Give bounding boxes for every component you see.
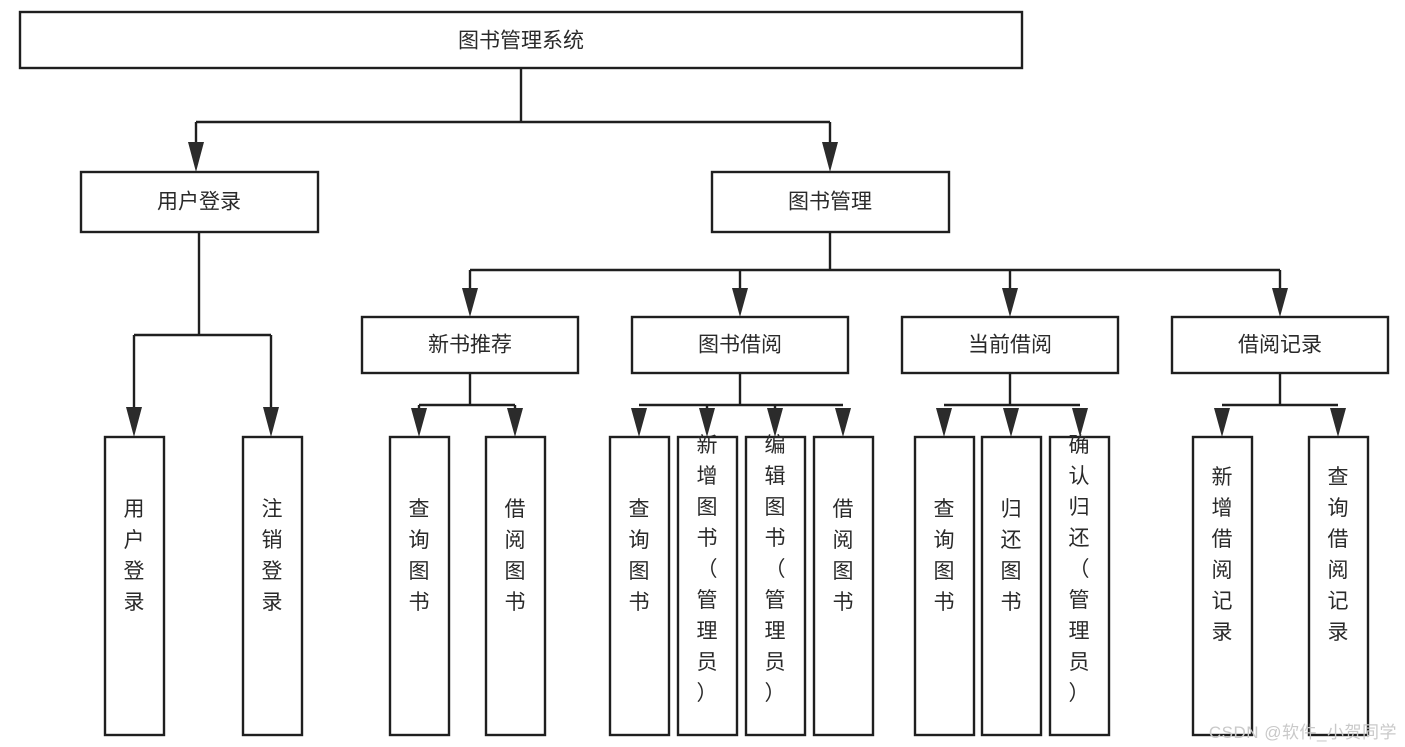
arrow-head-bb-l3 — [767, 408, 783, 437]
arrow-head-bookmgmt — [822, 142, 838, 172]
leaf-new-book-query-box[interactable] — [388, 435, 451, 737]
leaf-book-borrow-add-label: 新增图书（管理员） — [697, 434, 718, 705]
arrow-head-newbook — [462, 288, 478, 317]
node-new-book-recommend-box[interactable] — [360, 315, 580, 375]
leaf-new-book-borrow[interactable]: 借阅图书 — [484, 435, 547, 737]
node-root-label: 图书管理系统 — [458, 30, 584, 53]
arrow-head-logout-leaf — [263, 407, 279, 437]
node-root-box[interactable] — [18, 10, 1024, 70]
node-current-borrow-label: 当前借阅 — [968, 334, 1052, 357]
leaf-user-login-login-box[interactable] — [103, 435, 166, 737]
arrow-head-br-l2 — [1330, 408, 1346, 437]
leaf-book-borrow-query[interactable]: 查询图书 — [608, 435, 671, 737]
leaf-book-borrow-query-label: 查询图书 — [629, 498, 650, 614]
arrow-head-newbook-borrow — [507, 408, 523, 437]
leaf-current-borrow-query-box[interactable] — [913, 435, 976, 737]
csdn-watermark: CSDN @软件_小贺同学 — [1208, 723, 1397, 742]
node-book-management-label: 图书管理 — [788, 191, 872, 214]
leaf-current-borrow-confirm-label: 确认归还（管理员） — [1069, 434, 1090, 705]
arrow-head-userlogin — [188, 142, 204, 172]
arrow-head-br-l1 — [1214, 408, 1230, 437]
leaf-current-borrow-return-box[interactable] — [980, 435, 1043, 737]
leaf-current-borrow-confirm-box[interactable] — [1048, 435, 1111, 737]
leaf-borrow-record-add-label: 新增借阅记录 — [1212, 466, 1233, 644]
leaf-book-borrow-add[interactable]: 新增图书（管理员） — [676, 434, 739, 737]
node-book-borrow[interactable]: 图书借阅 — [630, 315, 850, 375]
node-user-login[interactable]: 用户登录 — [79, 170, 320, 234]
leaf-current-borrow-query[interactable]: 查询图书 — [913, 435, 976, 737]
arrow-head-cb-l1 — [936, 408, 952, 437]
node-book-borrow-label: 图书借阅 — [698, 334, 782, 357]
arrow-head-cb-l3 — [1072, 408, 1088, 437]
leaf-new-book-borrow-box[interactable] — [484, 435, 547, 737]
node-new-book-recommend[interactable]: 新书推荐 — [360, 315, 580, 375]
node-new-book-recommend-label: 新书推荐 — [428, 334, 512, 357]
leaf-book-borrow-edit[interactable]: 编辑图书（管理员） — [744, 434, 807, 737]
leaf-book-borrow-add-box[interactable] — [676, 435, 739, 737]
leaf-book-borrow-borrow[interactable]: 借阅图书 — [812, 435, 875, 737]
leaf-book-borrow-borrow-box[interactable] — [812, 435, 875, 737]
node-borrow-record-box[interactable] — [1170, 315, 1390, 375]
leaf-current-borrow-confirm[interactable]: 确认归还（管理员） — [1048, 434, 1111, 737]
leaf-book-borrow-query-box[interactable] — [608, 435, 671, 737]
leaf-book-borrow-edit-box[interactable] — [744, 435, 807, 737]
leaf-borrow-record-query[interactable]: 查询借阅记录 — [1307, 435, 1370, 737]
node-root-system[interactable]: 图书管理系统 — [18, 10, 1024, 70]
leaf-borrow-record-add[interactable]: 新增借阅记录 — [1191, 435, 1254, 737]
node-user-login-box[interactable] — [79, 170, 320, 234]
leaf-current-borrow-return[interactable]: 归还图书 — [980, 435, 1043, 737]
leaf-new-book-query[interactable]: 查询图书 — [388, 435, 451, 737]
node-borrow-record-label: 借阅记录 — [1238, 334, 1322, 357]
leaf-new-book-query-label: 查询图书 — [409, 498, 430, 614]
leaf-user-login-login[interactable]: 用户登录 — [103, 435, 166, 737]
leaf-book-borrow-borrow-label: 借阅图书 — [833, 498, 854, 614]
node-borrow-record[interactable]: 借阅记录 — [1170, 315, 1390, 375]
arrow-head-borrowrecord — [1272, 288, 1288, 317]
leaf-borrow-record-add-box[interactable] — [1191, 435, 1254, 737]
arrow-head-bb-l2 — [699, 408, 715, 437]
arrow-head-bookborrow — [732, 288, 748, 317]
leaf-book-borrow-edit-label: 编辑图书（管理员） — [765, 434, 786, 705]
arrow-head-user-login-leaf — [126, 407, 142, 437]
node-book-management-box[interactable] — [710, 170, 951, 234]
leaf-current-borrow-query-label: 查询图书 — [934, 498, 955, 614]
arrow-head-newbook-query — [411, 408, 427, 437]
leaf-current-borrow-return-label: 归还图书 — [1001, 498, 1022, 614]
arrow-head-bb-l4 — [835, 408, 851, 437]
leaf-user-login-logout-box[interactable] — [241, 435, 304, 737]
arrow-head-bb-l1 — [631, 408, 647, 437]
leaf-new-book-borrow-label: 借阅图书 — [505, 498, 526, 614]
connector-group — [126, 68, 1346, 437]
node-book-management[interactable]: 图书管理 — [710, 170, 951, 234]
node-book-borrow-box[interactable] — [630, 315, 850, 375]
leaf-borrow-record-query-box[interactable] — [1307, 435, 1370, 737]
leaf-borrow-record-query-label: 查询借阅记录 — [1328, 466, 1349, 644]
leaf-user-login-login-label: 用户登录 — [124, 498, 145, 614]
node-user-login-label: 用户登录 — [157, 191, 241, 214]
arrow-head-currentborrow — [1002, 288, 1018, 317]
leaf-user-login-logout-label: 注销登录 — [262, 498, 283, 614]
arrow-head-cb-l2 — [1003, 408, 1019, 437]
leaf-user-login-logout[interactable]: 注销登录 — [241, 435, 304, 737]
node-current-borrow-box[interactable] — [900, 315, 1120, 375]
node-current-borrow[interactable]: 当前借阅 — [900, 315, 1120, 375]
